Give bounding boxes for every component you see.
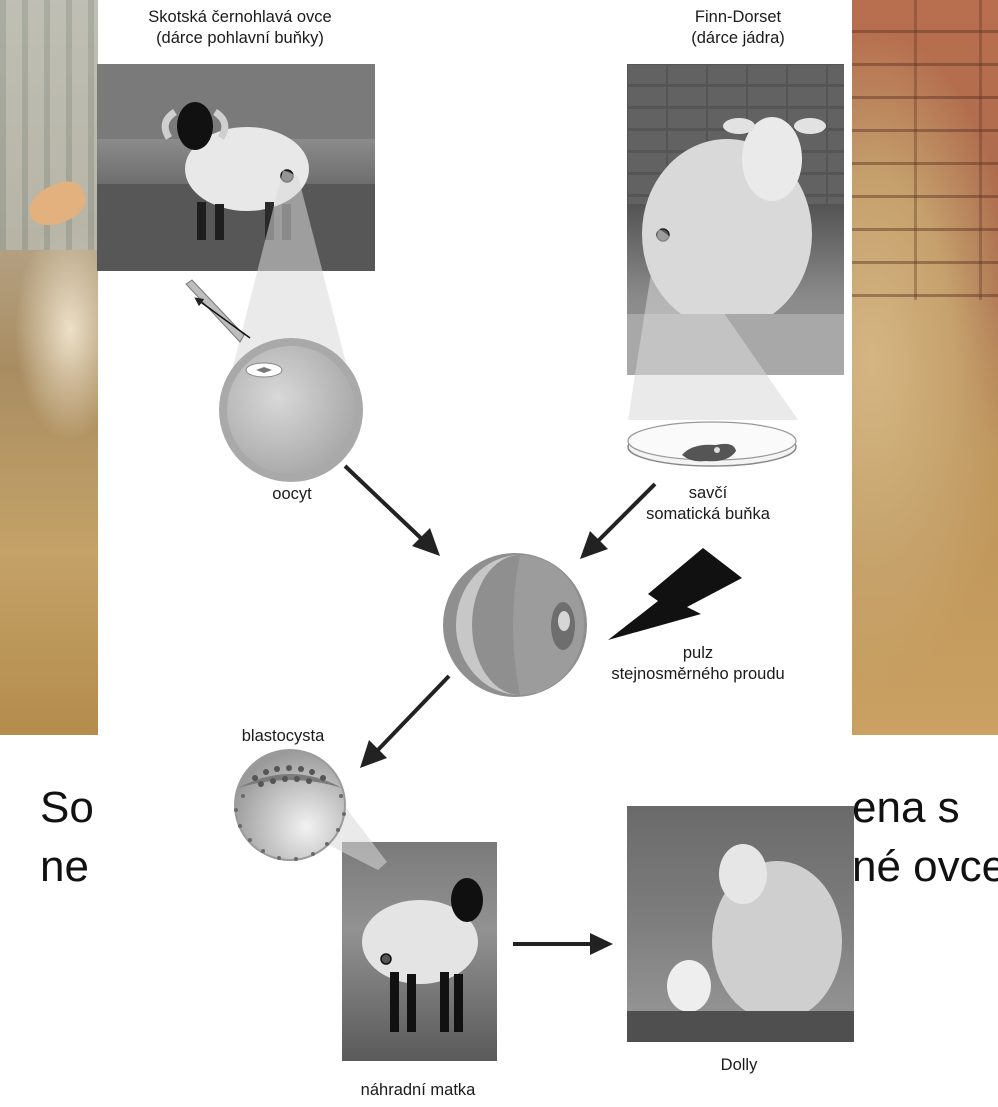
label-pulse: pulz stejnosměrného proudu bbox=[611, 643, 784, 685]
zoom-cone-somatic bbox=[628, 228, 798, 420]
label-somatic-cell-line2: somatická buňka bbox=[646, 504, 770, 525]
label-oocyte: oocyt bbox=[272, 484, 311, 505]
label-finn-dorset-line2: (dárce jádra) bbox=[691, 28, 785, 49]
pipette-icon bbox=[186, 280, 250, 342]
oocyte-cell-icon bbox=[219, 338, 363, 482]
petri-dish-icon bbox=[628, 422, 796, 466]
arrow-somatic-to-fusion bbox=[580, 484, 655, 559]
label-surrogate-mother: náhradní matka bbox=[361, 1080, 476, 1101]
label-somatic-cell: savčí somatická buňka bbox=[646, 483, 770, 525]
label-pulse-line1: pulz bbox=[611, 643, 784, 664]
arrow-fusion-to-blastocyst bbox=[360, 676, 449, 768]
label-blastocyst: blastocysta bbox=[242, 726, 325, 747]
label-dolly: Dolly bbox=[721, 1055, 758, 1076]
label-finn-dorset-line1: Finn-Dorset bbox=[691, 7, 785, 28]
label-scottish-sheep-line1: Skotská černohlavá ovce bbox=[148, 7, 331, 28]
label-scottish-sheep: Skotská černohlavá ovce (dárce pohlavní … bbox=[148, 7, 331, 49]
label-scottish-sheep-line2: (dárce pohlavní buňky) bbox=[148, 28, 331, 49]
fused-cell-icon bbox=[443, 553, 587, 697]
label-pulse-line2: stejnosměrného proudu bbox=[611, 664, 784, 685]
arrow-oocyte-to-fusion bbox=[345, 466, 440, 556]
lightning-bolt-icon bbox=[608, 548, 742, 640]
label-somatic-cell-line1: savčí bbox=[646, 483, 770, 504]
label-finn-dorset: Finn-Dorset (dárce jádra) bbox=[691, 7, 785, 49]
blastocyst-icon bbox=[234, 750, 346, 861]
arrow-surrogate-to-dolly bbox=[513, 933, 613, 955]
